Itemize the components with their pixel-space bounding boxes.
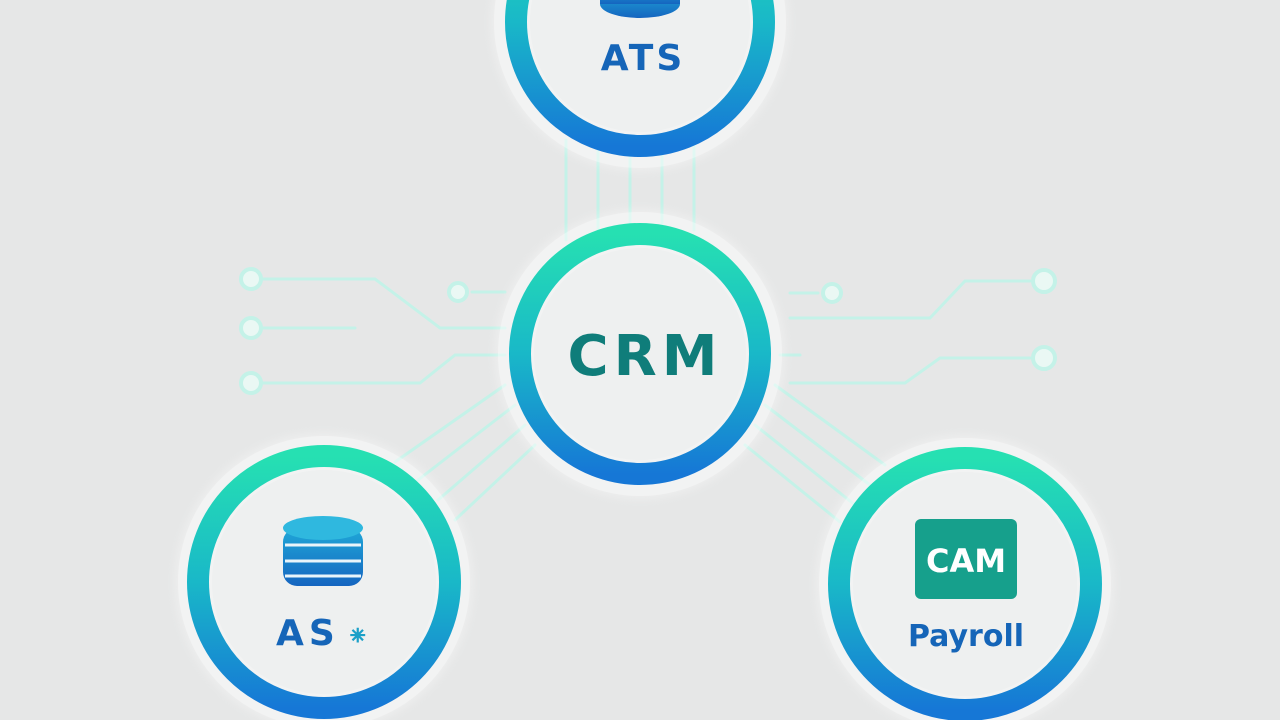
node-payroll: CAM Payroll bbox=[819, 438, 1111, 720]
node-ats-label: ATS bbox=[601, 38, 686, 79]
node-crm: CRM bbox=[498, 212, 782, 496]
node-as: AS ⁕ bbox=[178, 436, 470, 720]
connector-lines bbox=[260, 138, 1032, 524]
database-stack-icon bbox=[283, 516, 363, 586]
node-as-label: AS bbox=[276, 613, 340, 654]
database-stack-icon bbox=[600, 0, 680, 18]
node-as-glyph: ⁕ bbox=[346, 619, 369, 652]
badge-icon: CAM bbox=[915, 519, 1017, 599]
connector-terminals bbox=[239, 267, 1057, 395]
node-payroll-label: Payroll bbox=[908, 619, 1024, 654]
node-payroll-badge: CAM bbox=[926, 542, 1006, 580]
node-ats: ATS bbox=[494, 0, 786, 168]
node-crm-label: CRM bbox=[568, 324, 723, 389]
